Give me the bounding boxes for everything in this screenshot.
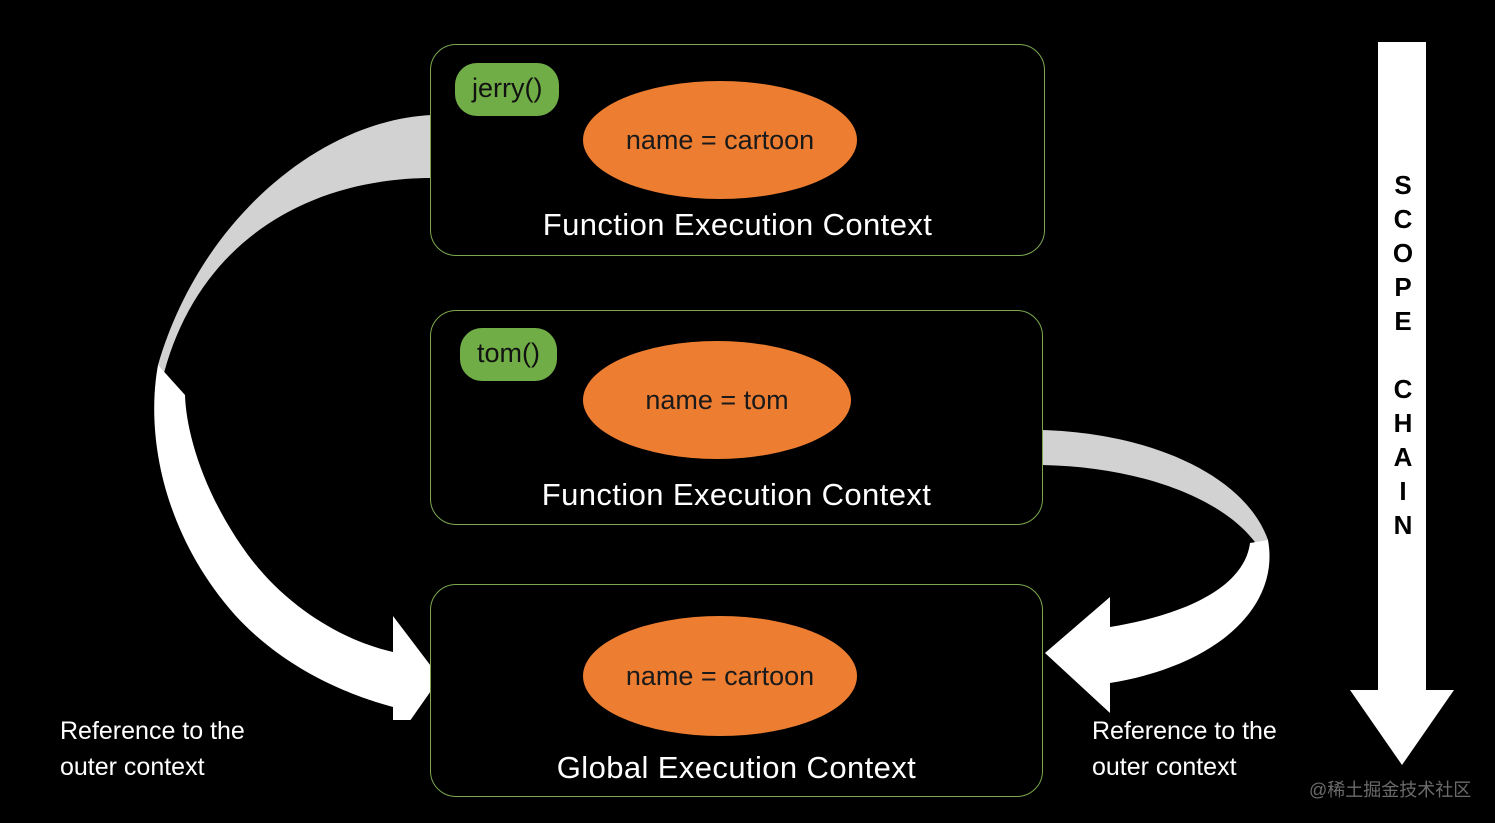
- context-caption-jerry: Function Execution Context: [542, 207, 933, 242]
- variable-ellipse-global: name = cartoon: [583, 616, 857, 736]
- context-caption-global: Global Execution Context: [556, 750, 917, 785]
- context-caption-tom: Function Execution Context: [541, 477, 932, 512]
- watermark-text: @稀土掘金技术社区: [1309, 780, 1472, 800]
- function-name-pill-jerry: jerry(): [455, 63, 560, 116]
- function-name-pill-tom: tom(): [460, 328, 557, 381]
- reference-arrow-right-icon: [1042, 430, 1270, 713]
- scope-chain-label: S C O P E C H A I N: [1392, 170, 1414, 541]
- variable-ellipse-tom: name = tom: [583, 341, 851, 459]
- scope-chain-arrow-icon: [1350, 42, 1454, 765]
- variable-ellipse-jerry: name = cartoon: [583, 81, 857, 199]
- execution-context-box-tom: tom() name = tom Function Execution Cont…: [430, 310, 1043, 525]
- reference-caption-right: Reference to the outer context: [1092, 717, 1277, 781]
- execution-context-box-global: name = cartoon Global Execution Context: [430, 584, 1043, 797]
- reference-caption-left: Reference to the outer context: [60, 717, 245, 781]
- execution-context-box-jerry: jerry() name = cartoon Function Executio…: [430, 44, 1045, 256]
- reference-arrow-left-icon: [154, 115, 440, 720]
